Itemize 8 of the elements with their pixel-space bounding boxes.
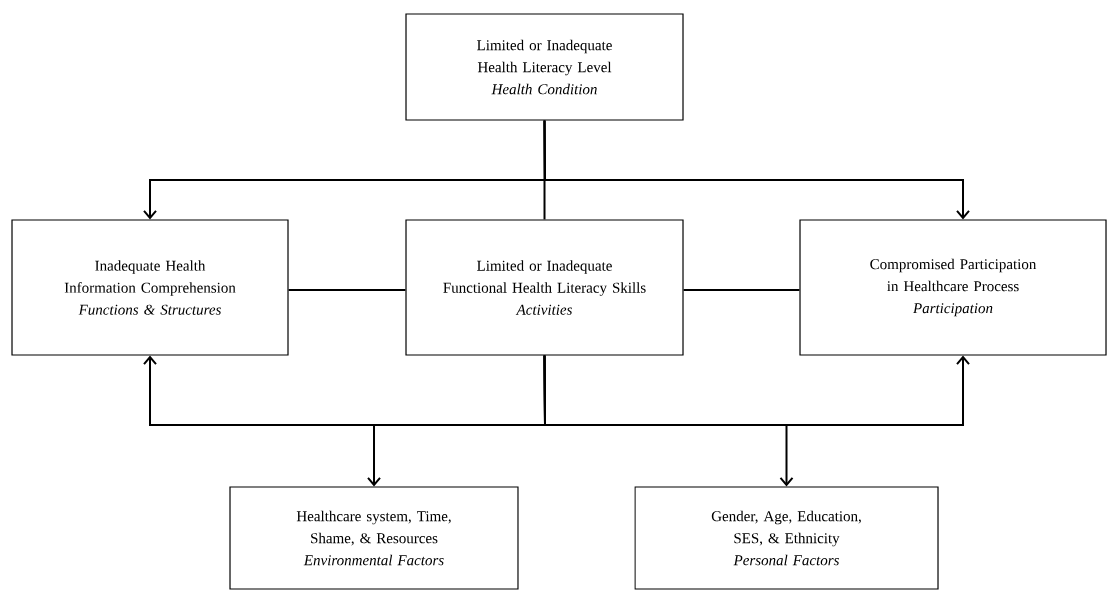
arrow [543,354,794,487]
box: Inadequate Health Information Comprehension Functions & Structures [11,219,289,356]
box: Gender, Age, Education, SES, & Ethnicity Personal Factors [634,486,939,590]
box: Healthcare system, Time, Shame, & Resources Environmental Factors [229,486,519,590]
box: Compromised Participation in Healthcare Process Participation [799,219,1107,356]
box: Limited or Inadequate Functional Health Literacy Skills Activities [405,219,684,356]
box: Limited or Inadequate Health Literacy Level Health Condition [405,13,684,121]
arrow [543,119,970,220]
